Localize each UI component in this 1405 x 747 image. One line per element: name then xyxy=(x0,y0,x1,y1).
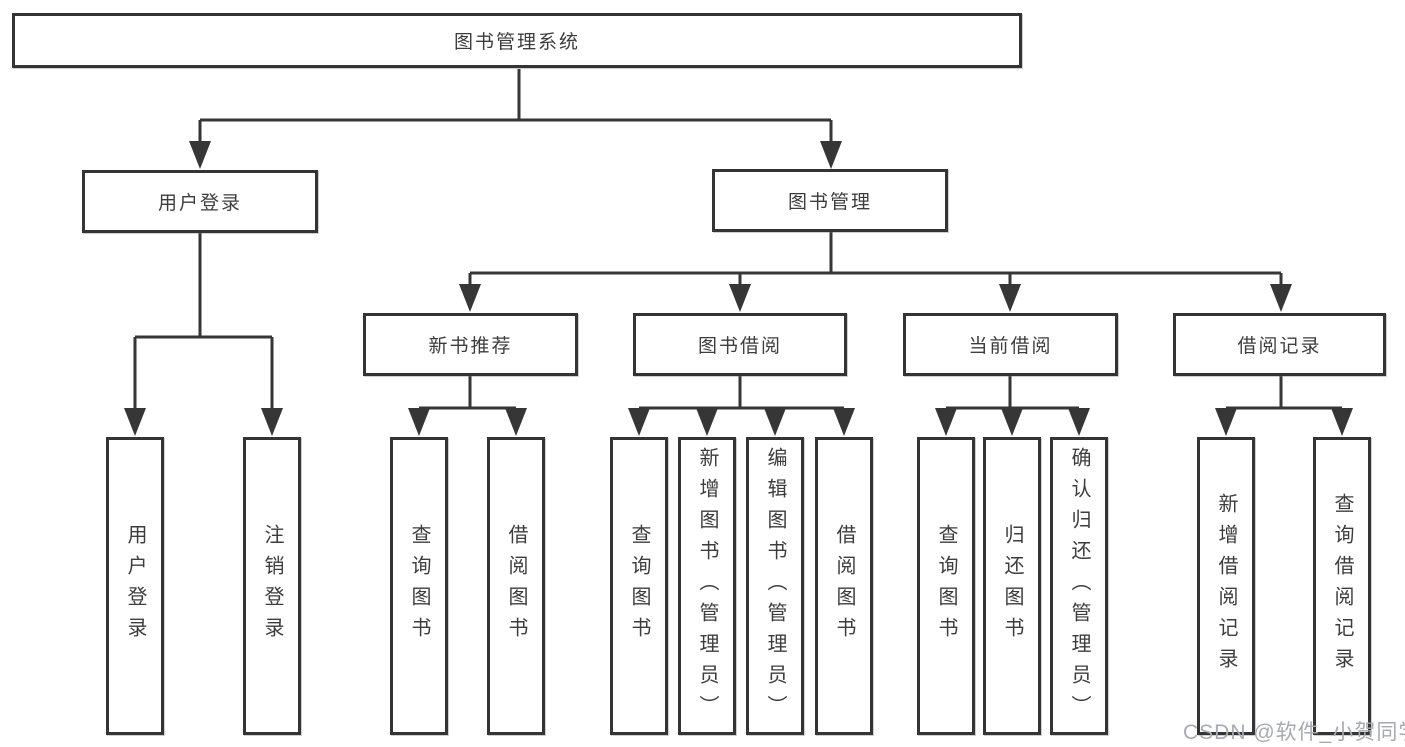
leaf-label: 查询图书 xyxy=(935,524,957,648)
leaf-label: 新增借阅记录 xyxy=(1215,493,1237,679)
leaf-logout-login: 注销登录 xyxy=(243,437,301,735)
leaf-label: 查询图书 xyxy=(408,524,430,648)
node-user-login: 用户登录 xyxy=(82,170,318,233)
arrowheads xyxy=(124,141,1353,436)
leaf-label: 新增图书（管理员） xyxy=(696,446,718,726)
leaf-query-borrow-record: 查询借阅记录 xyxy=(1313,437,1371,735)
node-current-borrowing: 当前借阅 xyxy=(903,313,1118,376)
leaf-label: 借阅图书 xyxy=(505,524,527,648)
leaf-add-books-admin: 新增图书（管理员） xyxy=(678,437,736,735)
node-label: 图书管理 xyxy=(787,192,872,213)
leaf-confirm-return-admin: 确认归还（管理员） xyxy=(1050,437,1108,735)
leaf-label: 注销登录 xyxy=(261,524,283,648)
leaf-user-login: 用户登录 xyxy=(106,437,164,735)
node-label: 用户登录 xyxy=(157,193,242,214)
leaf-label: 查询借阅记录 xyxy=(1331,493,1353,679)
leaf-query-books-newbook: 查询图书 xyxy=(390,437,448,735)
leaf-label: 查询图书 xyxy=(628,524,650,648)
leaf-label: 用户登录 xyxy=(124,524,146,648)
node-label: 图书管理系统 xyxy=(453,32,580,53)
node-borrowing-records: 借阅记录 xyxy=(1173,313,1386,376)
leaf-borrow-books-borrowing: 借阅图书 xyxy=(815,437,873,735)
leaf-label: 编辑图书（管理员） xyxy=(764,446,786,726)
leaf-edit-books-admin: 编辑图书（管理员） xyxy=(746,437,804,735)
node-label: 新书推荐 xyxy=(428,336,513,357)
node-book-management: 图书管理 xyxy=(712,169,948,232)
leaf-return-books: 归还图书 xyxy=(983,437,1041,735)
leaf-query-books-current: 查询图书 xyxy=(917,437,975,735)
node-book-borrowing: 图书借阅 xyxy=(633,313,847,376)
leaf-label: 确认归还（管理员） xyxy=(1068,446,1090,726)
leaf-label: 归还图书 xyxy=(1001,524,1023,648)
leaf-query-books-borrowing: 查询图书 xyxy=(610,437,668,735)
csdn-watermark: CSDN @软件_小贺同学 xyxy=(1183,721,1405,744)
node-label: 借阅记录 xyxy=(1237,336,1322,357)
node-new-book-recommend: 新书推荐 xyxy=(363,313,578,376)
leaf-label: 借阅图书 xyxy=(833,524,855,648)
leaf-add-borrow-record: 新增借阅记录 xyxy=(1197,437,1255,735)
node-label: 当前借阅 xyxy=(968,336,1053,357)
node-label: 图书借阅 xyxy=(697,336,782,357)
leaf-borrow-books-newbook: 借阅图书 xyxy=(487,437,545,735)
node-library-management-system: 图书管理系统 xyxy=(12,13,1022,68)
